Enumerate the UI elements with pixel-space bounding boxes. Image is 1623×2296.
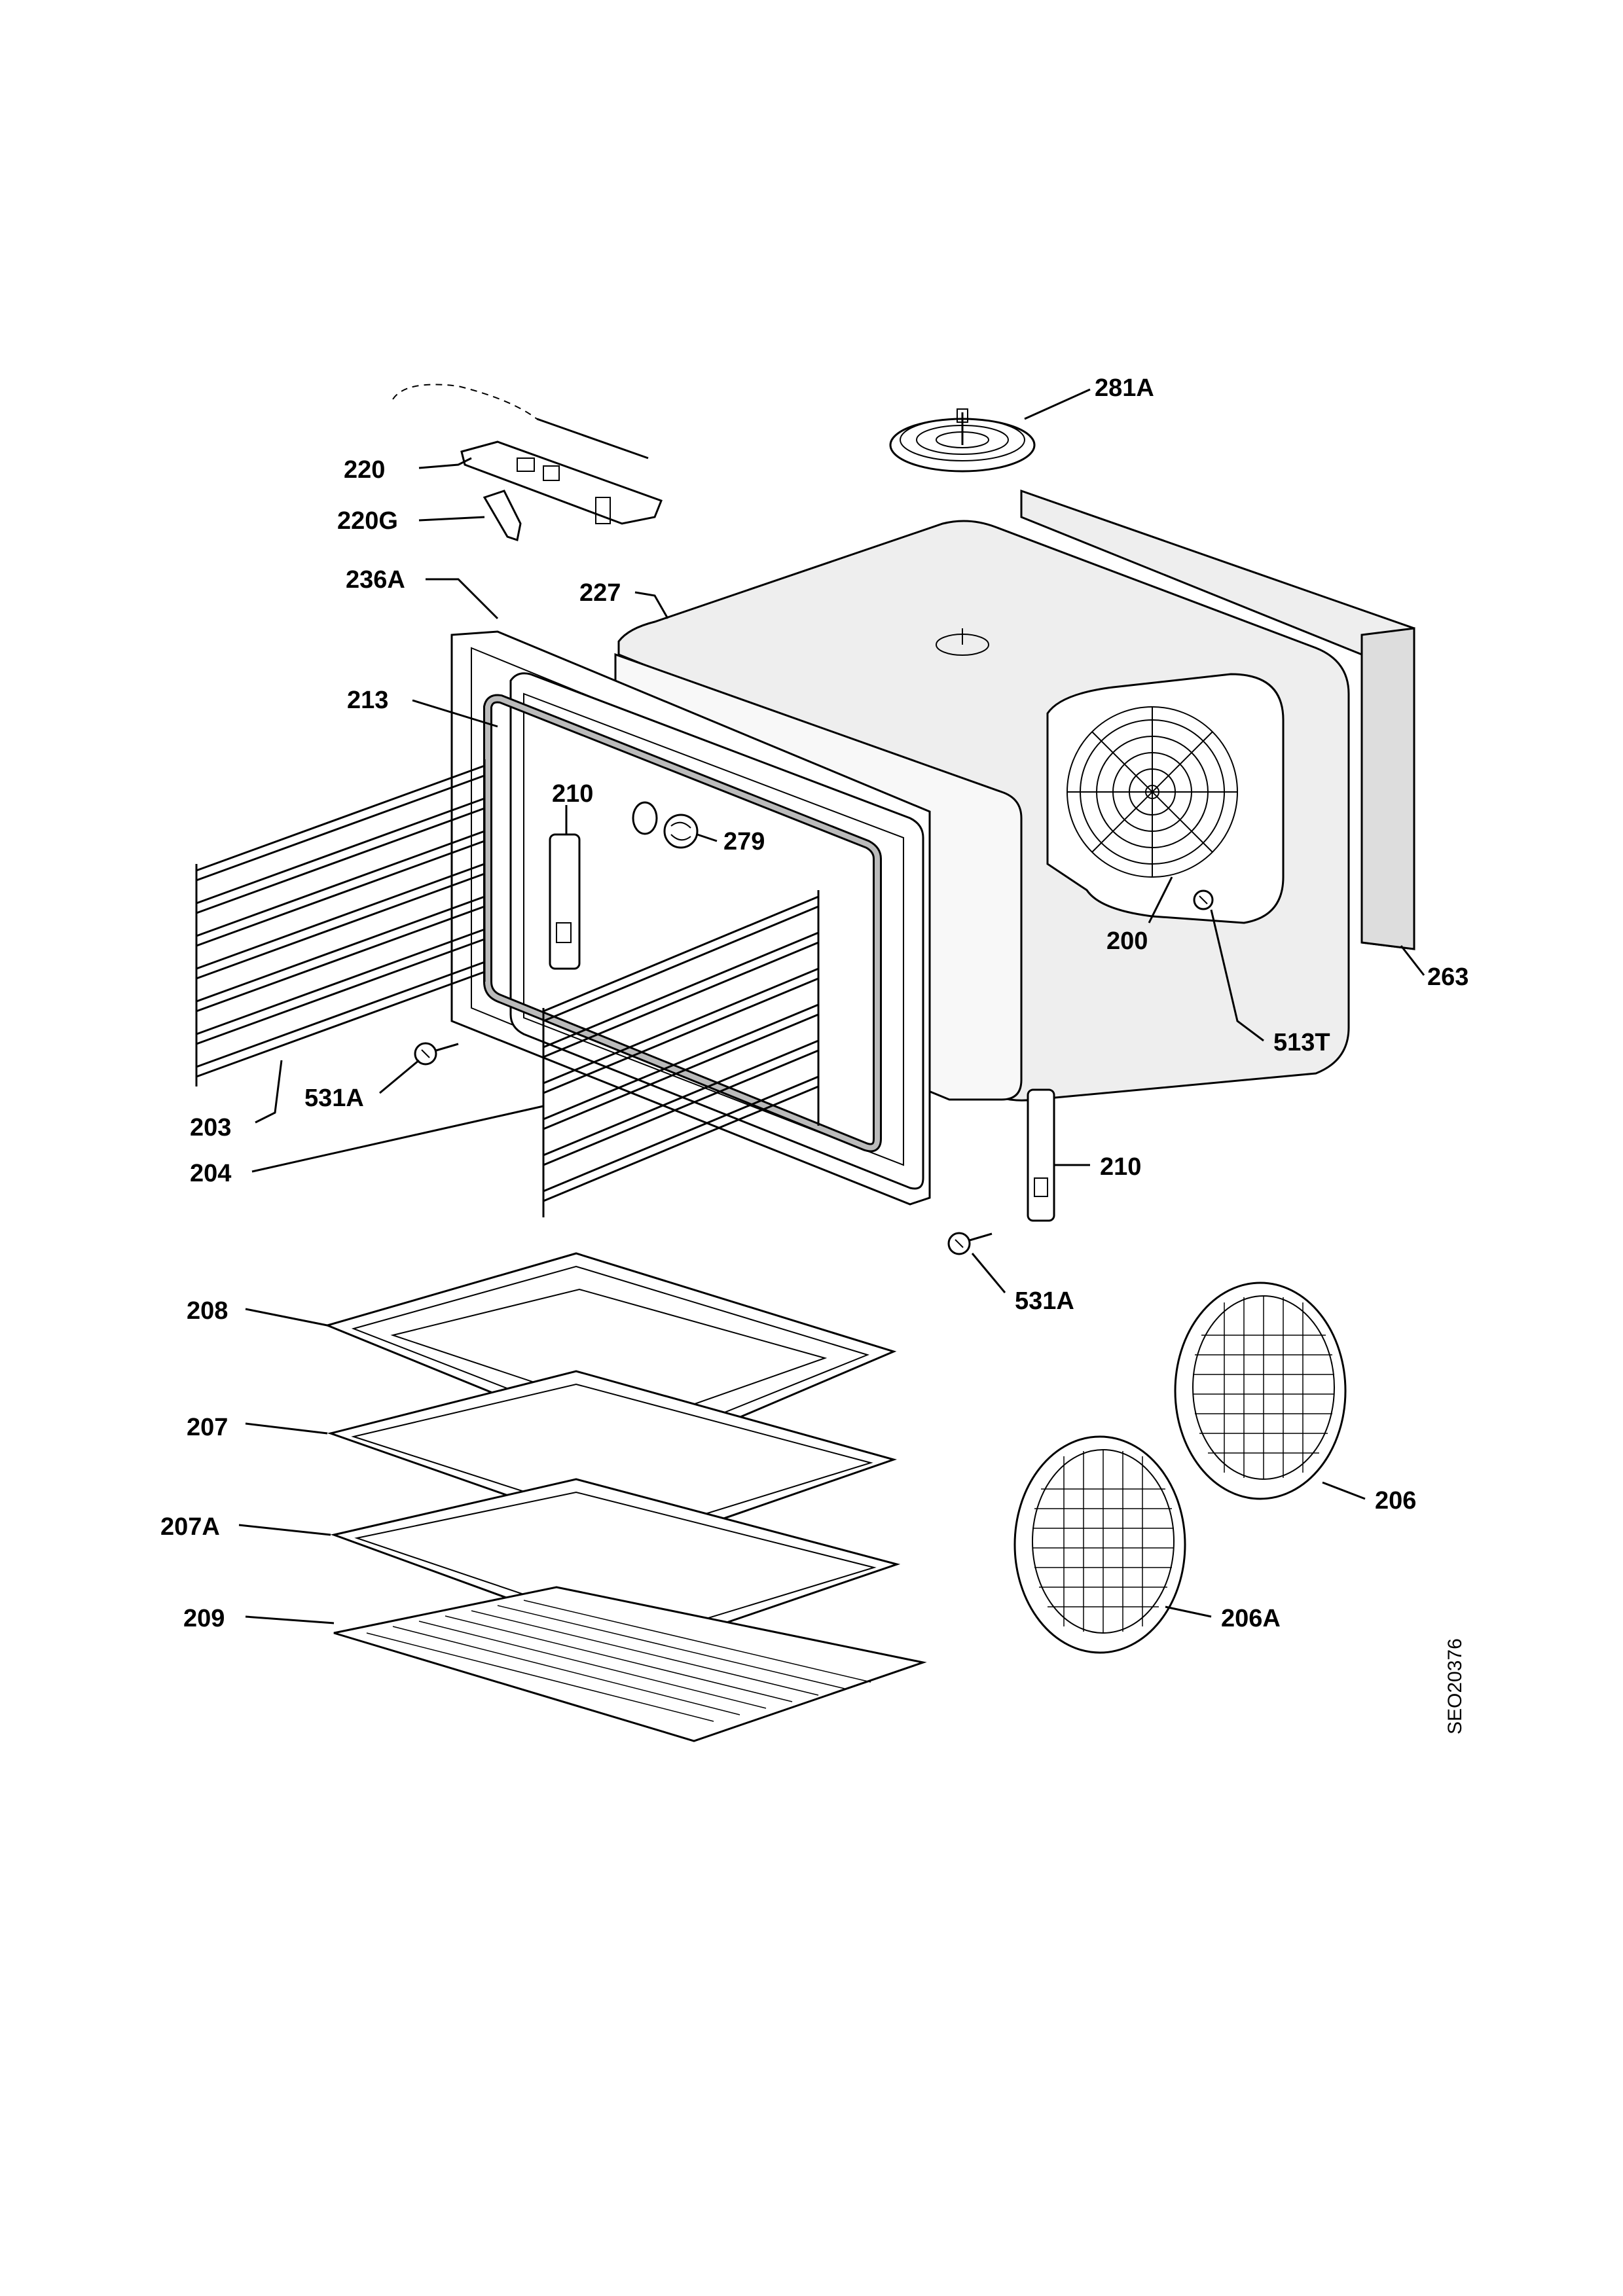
label-210-left: 210 (552, 780, 593, 808)
label-206A: 206A (1221, 1605, 1281, 1632)
shelf-support-204 (542, 890, 820, 1217)
label-209: 209 (183, 1605, 225, 1632)
label-206: 206 (1375, 1487, 1416, 1515)
lamp-holder-220 (392, 384, 663, 525)
grid-shelf-209 (333, 1586, 927, 1742)
label-220: 220 (344, 456, 385, 484)
label-213: 213 (347, 687, 388, 714)
label-208: 208 (187, 1297, 228, 1325)
inner-frame (509, 672, 924, 1190)
gasket-213 (483, 694, 882, 1153)
fan-grille-206 (1174, 1282, 1347, 1500)
insulation-panel-263 (1020, 489, 1415, 950)
label-279: 279 (723, 828, 765, 855)
label-204: 204 (190, 1160, 231, 1187)
catalytic-cap-281A (889, 408, 1036, 473)
label-513T: 513T (1273, 1029, 1330, 1056)
label-220G: 220G (337, 507, 398, 535)
label-200: 200 (1106, 927, 1148, 955)
label-210-right: 210 (1100, 1153, 1141, 1181)
shelf-support-203 (195, 759, 486, 1086)
label-281A: 281A (1095, 374, 1154, 402)
label-227: 227 (579, 579, 621, 607)
side-rail-210-left (549, 833, 581, 970)
drawing-code: SEO20376 (1444, 1638, 1466, 1734)
lamp-clip-220G (483, 490, 522, 541)
fan-grille-206A (1013, 1435, 1186, 1654)
label-207A: 207A (160, 1513, 220, 1541)
label-203: 203 (190, 1114, 231, 1141)
screw-531A-left (414, 1042, 459, 1066)
side-rail-210-right (1027, 1088, 1055, 1222)
screw-513T (1193, 889, 1214, 910)
screw-531A-right (947, 1232, 993, 1255)
label-236A: 236A (346, 566, 405, 594)
light-lens-279 (632, 801, 699, 849)
label-531A-left: 531A (304, 1085, 364, 1112)
label-207: 207 (187, 1414, 228, 1441)
label-263: 263 (1427, 963, 1468, 991)
part-labels: 281A 220 220G 236A 227 213 210 279 200 2… (160, 374, 1468, 1632)
leader-lines (238, 388, 1425, 1624)
label-531A-right: 531A (1015, 1287, 1074, 1315)
